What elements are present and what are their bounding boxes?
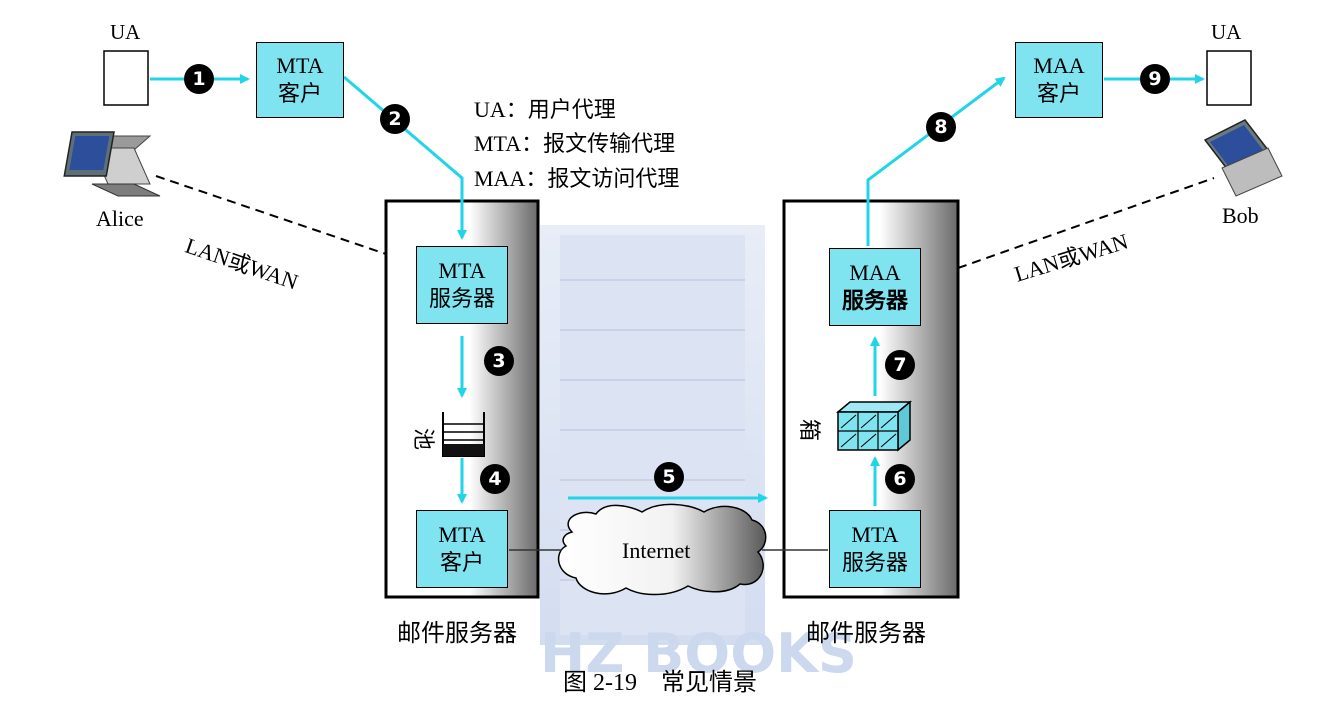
internet-label: Internet [622, 538, 691, 563]
mailbox-icon [835, 400, 913, 452]
step-6-badge: 6 [885, 464, 915, 494]
bob-laptop-icon [1203, 119, 1283, 197]
step-7-badge: 7 [885, 350, 915, 380]
left-mta-server-box[interactable]: MTA 服务器 [416, 246, 508, 324]
right-maa-server-line1: MAA [849, 260, 901, 285]
right-mta-server-line2: 服务器 [841, 550, 908, 575]
internet-cloud [557, 503, 767, 596]
left-mta-server-line1: MTA [438, 258, 486, 283]
right-server-caption: 邮件服务器 [806, 621, 926, 647]
left-server-caption: 邮件服务器 [397, 621, 517, 647]
right-ua-label: UA [1211, 20, 1242, 44]
right-maa-client-line1: MAA [1033, 53, 1085, 78]
left-lan-wan-link [155, 175, 387, 255]
legend-mta: MTA：报文传输代理 [474, 131, 676, 156]
spool-label: 池 [411, 427, 437, 451]
step-9-badge: 9 [1140, 64, 1170, 94]
right-maa-server-line2: 服务器 [841, 288, 908, 313]
left-mta-client-line2: 客户 [277, 81, 322, 106]
legend-ua: UA：用户代理 [474, 97, 616, 122]
step-3-badge: 3 [484, 346, 514, 376]
step-4-badge: 4 [480, 464, 510, 494]
arrow-step-8 [866, 76, 1006, 246]
step-2-badge: 2 [380, 104, 410, 134]
step-8-badge: 8 [926, 112, 956, 142]
figure-caption: 图 2-19 常见情景 [563, 670, 757, 696]
alice-label: Alice [96, 206, 144, 231]
left-ua-document-icon [103, 50, 149, 106]
bob-label: Bob [1222, 203, 1259, 228]
step-5-badge: 5 [654, 462, 684, 492]
left-mta-client-box-bottom[interactable]: MTA 客户 [416, 510, 508, 588]
mailbox-label: 箱 [797, 418, 823, 442]
right-ua-document-icon [1206, 50, 1252, 106]
watermark-text: HZ BOOKS [540, 622, 857, 685]
right-mta-server-line1: MTA [851, 522, 899, 547]
right-maa-client-line2: 客户 [1036, 81, 1081, 106]
left-mta-client-line1: MTA [276, 53, 324, 78]
right-mta-server-box[interactable]: MTA 服务器 [829, 510, 921, 588]
left-mta-client-bottom-line1: MTA [438, 522, 486, 547]
right-maa-server-box[interactable]: MAA 服务器 [829, 248, 921, 326]
step-1-badge: 1 [184, 64, 214, 94]
spool-queue-icon [442, 412, 485, 457]
left-mta-client-box[interactable]: MTA 客户 [256, 42, 344, 118]
left-mta-server-line2: 服务器 [428, 286, 495, 311]
left-mta-client-bottom-line2: 客户 [439, 550, 484, 575]
alice-laptop-icon [63, 131, 161, 197]
legend-maa: MAA：报文访问代理 [474, 166, 680, 191]
left-ua-label: UA [110, 20, 141, 44]
right-lan-wan-link [957, 177, 1215, 269]
right-maa-client-box[interactable]: MAA 客户 [1015, 42, 1103, 118]
